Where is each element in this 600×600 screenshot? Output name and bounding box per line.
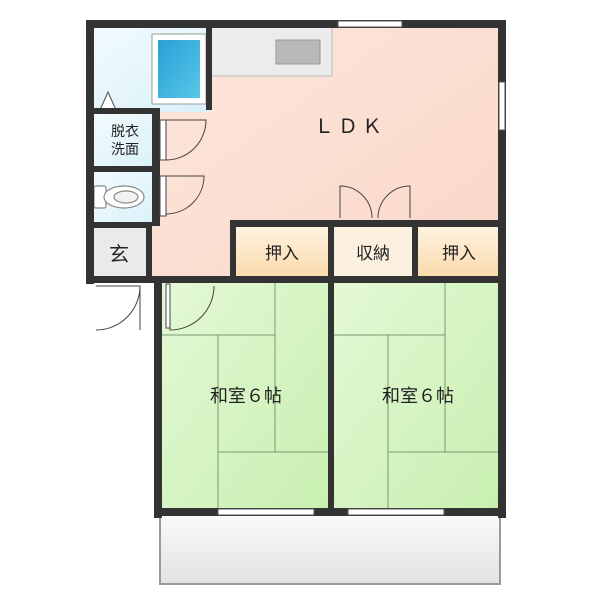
storage-label: 収納: [356, 244, 390, 264]
toilet-icon: [93, 185, 145, 209]
dressing-label-line1: 脱衣: [111, 124, 139, 140]
dressing-floor: [92, 112, 158, 170]
ldk-label: ＬＤＫ: [314, 114, 386, 138]
closet-right-floor: [416, 226, 500, 278]
doors: [95, 119, 411, 331]
sink: [275, 39, 321, 65]
closet-right-label: 押入: [442, 244, 476, 264]
entrance-label: 玄: [109, 242, 129, 266]
washitsu-left-label: 和室６帖: [210, 386, 282, 407]
closet-left-floor: [232, 226, 330, 278]
closet-left-label: 押入: [265, 244, 299, 264]
washitsu-left-floor: [160, 282, 330, 508]
dressing-label-line2: 洗面: [111, 142, 139, 158]
entrance-floor: [92, 226, 150, 278]
washitsu-right-label: 和室６帖: [382, 386, 454, 407]
tatami-lines: [160, 282, 500, 508]
balcony-floor: [159, 513, 501, 585]
walls: [86, 20, 506, 518]
washitsu-right-floor: [332, 282, 500, 508]
bathtub-water: [158, 40, 200, 98]
storage-floor: [332, 226, 416, 278]
windows: [217, 20, 506, 516]
